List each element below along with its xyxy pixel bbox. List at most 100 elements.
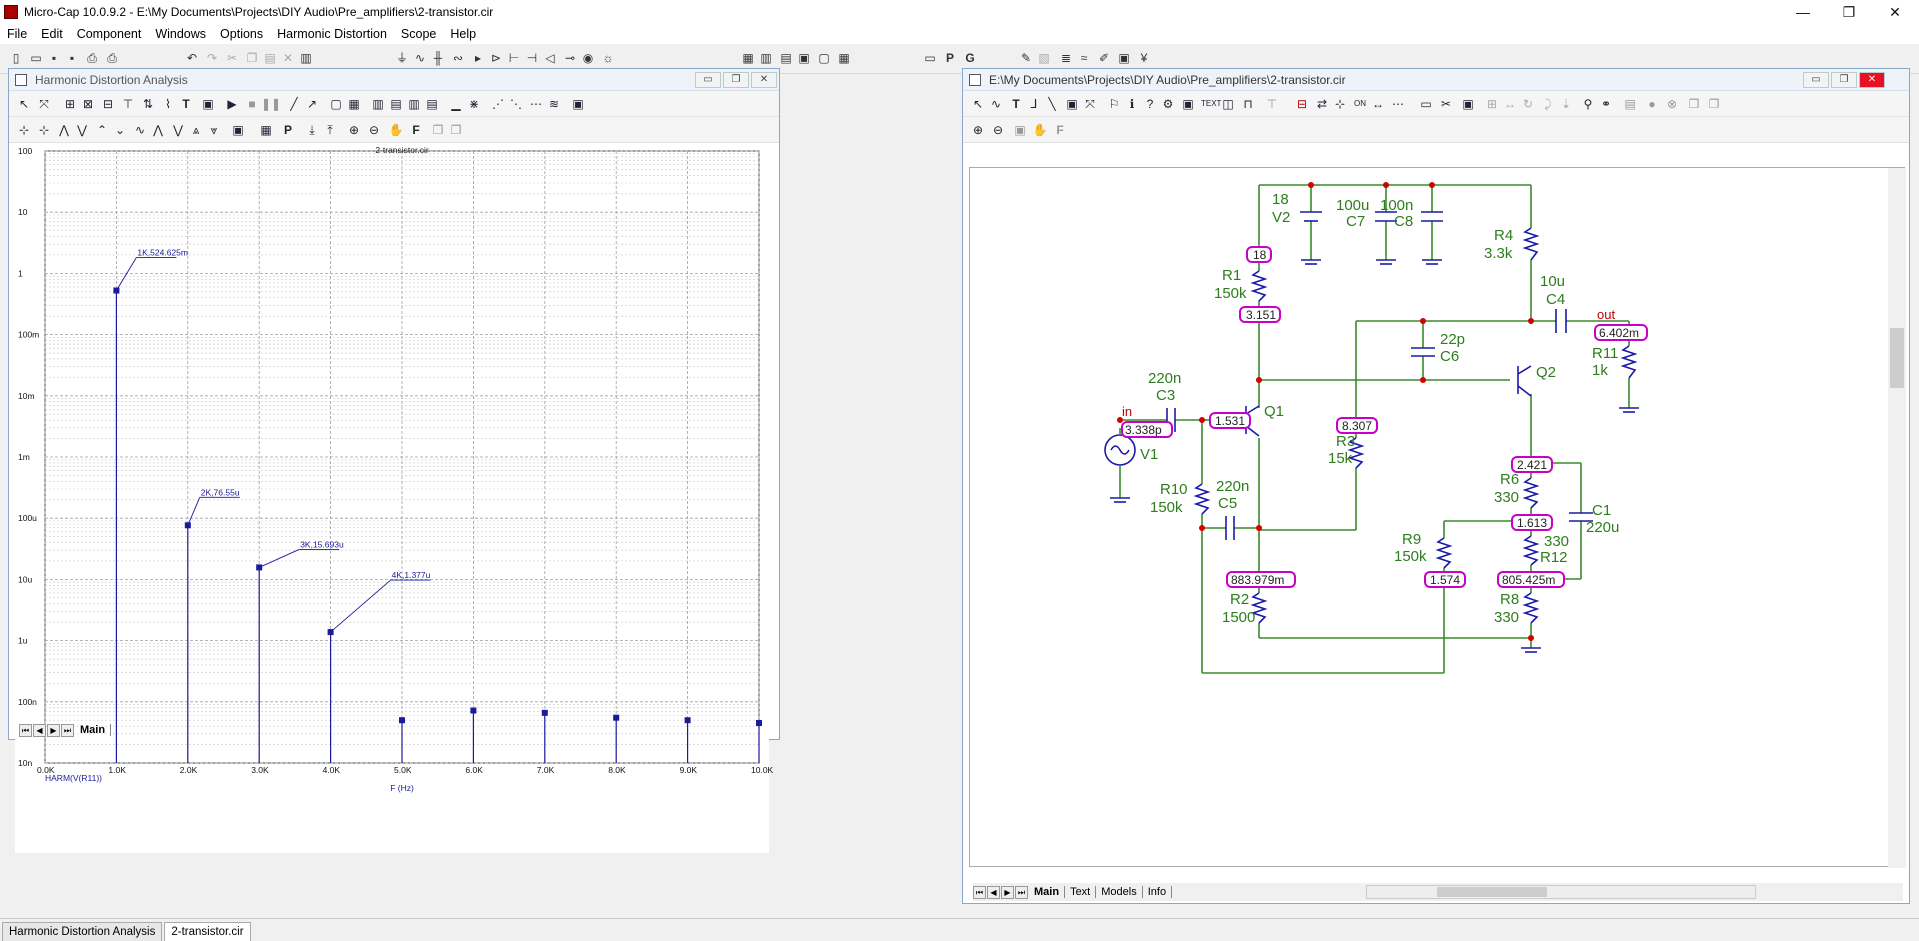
top-icon[interactable]: ⩓ xyxy=(192,123,200,137)
pan-icon[interactable]: ✋ xyxy=(388,123,404,137)
cursor-mode-icon[interactable]: ⊞ xyxy=(64,97,76,111)
horizontal-scrollbar[interactable] xyxy=(1366,885,1757,899)
schematic-pan-icon[interactable]: ✋ xyxy=(1032,123,1048,137)
menu-harmonic-distortion[interactable]: Harmonic Distortion xyxy=(277,27,387,41)
minimize-button[interactable]: — xyxy=(1796,4,1810,20)
rectangle-tool-icon[interactable]: ▢ xyxy=(330,97,342,111)
cut-wire-icon[interactable]: ✂ xyxy=(1440,97,1452,111)
close-button[interactable]: ✕ xyxy=(1889,3,1901,20)
data-point-icon[interactable]: ⋰ xyxy=(492,97,504,111)
schematic-print-icon[interactable]: ▣ xyxy=(1014,123,1026,137)
probe-settings-icon[interactable]: ▧ xyxy=(1038,51,1050,65)
pin-icon[interactable]: ✐ xyxy=(1098,51,1110,65)
attribute-icon[interactable]: ▣ xyxy=(1182,97,1194,111)
opamp-component-icon[interactable]: ◁ xyxy=(545,51,555,65)
prev-point-icon[interactable]: ⊹ xyxy=(38,123,50,137)
low-icon[interactable]: ⌄ xyxy=(114,123,126,137)
grid-icon[interactable]: ▦ xyxy=(348,97,360,111)
resistor-component-icon[interactable]: ∿ xyxy=(414,51,426,65)
last-tab-icon[interactable]: ⏭ xyxy=(61,723,74,737)
align-icon[interactable]: ⊞ xyxy=(1486,97,1498,111)
mirror-icon[interactable]: ⤸ xyxy=(1544,97,1552,111)
copy-plot-icon[interactable]: ❐ xyxy=(432,123,444,137)
text-tool-icon[interactable]: T xyxy=(182,97,190,111)
menu-component[interactable]: Component xyxy=(76,27,142,41)
component-editor-icon[interactable]: ▣ xyxy=(1118,51,1130,65)
variables-icon[interactable]: ¥ xyxy=(1140,51,1148,65)
p-tool-icon[interactable]: P xyxy=(945,51,954,65)
maximize-button[interactable]: ❐ xyxy=(1842,3,1856,20)
text-tool-icon[interactable]: T xyxy=(1012,97,1020,111)
harmonic-point[interactable] xyxy=(470,707,477,714)
grid-minor-icon[interactable]: ▥ xyxy=(372,97,384,111)
p-key-icon[interactable]: P xyxy=(283,123,292,137)
source-component-icon[interactable]: ◉ xyxy=(582,51,594,65)
zoom-in-icon[interactable]: ⊕ xyxy=(348,123,360,137)
waveform-tool-icon[interactable]: ≋ xyxy=(548,97,560,111)
tab-text[interactable]: Text xyxy=(1065,886,1097,898)
token-icon[interactable]: ⋇ xyxy=(468,97,480,111)
hd-minimize-button[interactable]: ▭ xyxy=(695,72,721,88)
new-file-icon[interactable]: ▯ xyxy=(12,51,20,65)
doc-tab-harmonic-distortion[interactable]: Harmonic Distortion Analysis xyxy=(2,922,163,941)
menu-options[interactable]: Options xyxy=(220,27,264,41)
schematic-zoom-in-icon[interactable]: ⊕ xyxy=(972,123,984,137)
g-tool-icon[interactable]: G xyxy=(965,51,975,65)
menu-help[interactable]: Help xyxy=(450,27,477,41)
cascade-windows-icon[interactable]: ▦ xyxy=(742,51,754,65)
grid-dot-icon[interactable]: ▥ xyxy=(408,97,420,111)
waveform-icon[interactable]: ≈ xyxy=(1080,51,1088,65)
current-icon[interactable]: ⊤ xyxy=(1266,97,1278,111)
high-icon[interactable]: ⌃ xyxy=(96,123,108,137)
tile-vertical-icon[interactable]: ▥ xyxy=(760,51,772,65)
schematic-maximize-button[interactable]: ❐ xyxy=(1831,72,1857,88)
vertical-scroll-thumb[interactable] xyxy=(1890,328,1904,388)
color-palette-icon[interactable]: ▣ xyxy=(232,123,244,137)
split-window-icon[interactable]: ▣ xyxy=(798,51,810,65)
netlist-icon[interactable]: ≣ xyxy=(1060,51,1072,65)
paste-icon[interactable]: ▤ xyxy=(264,51,276,65)
schematic-next-tab-icon[interactable]: ▶ xyxy=(1001,885,1014,899)
paste-schematic-icon[interactable]: ❐ xyxy=(1708,97,1720,111)
plot-settings-icon[interactable]: ▣ xyxy=(572,97,584,111)
line-tool-icon[interactable]: ╱ xyxy=(290,97,298,111)
info-icon[interactable]: ℹ xyxy=(1129,97,1135,111)
stepped-icon[interactable]: ⤒ xyxy=(327,123,333,137)
menu-file[interactable]: File xyxy=(7,27,28,41)
prev-tab-icon[interactable]: ◀ xyxy=(33,723,46,737)
horizontal-scroll-thumb[interactable] xyxy=(1437,887,1548,897)
text-toggle-icon[interactable]: TEXT xyxy=(1201,99,1222,108)
schematic-last-tab-icon[interactable]: ⏭ xyxy=(1015,885,1028,899)
global-low-icon[interactable]: ⋁ xyxy=(173,123,183,137)
capacitor-component-icon[interactable]: ╫ xyxy=(433,51,443,65)
harmonic-point[interactable] xyxy=(399,717,405,724)
spacer-icon[interactable]: ↔ xyxy=(1372,97,1384,111)
menu-edit[interactable]: Edit xyxy=(41,27,63,41)
grid-bold-icon[interactable]: ▤ xyxy=(390,97,402,111)
stop-icon[interactable]: ■ xyxy=(248,97,256,111)
rotate-icon[interactable]: ↻ xyxy=(1522,97,1534,111)
scale-mode-icon[interactable]: ⤧ xyxy=(39,97,49,111)
single-window-icon[interactable]: ▢ xyxy=(818,51,830,65)
switch-component-icon[interactable]: ⊸ xyxy=(564,51,576,65)
peak-icon[interactable]: ⋱ xyxy=(510,97,522,111)
pin-connections-icon[interactable]: ⊹ xyxy=(1334,97,1346,111)
harmonic-point[interactable] xyxy=(613,714,620,721)
diode-component-icon[interactable]: ▸ xyxy=(474,51,482,65)
inductor-component-icon[interactable]: ∾ xyxy=(452,51,464,65)
baseline-icon[interactable]: ▁ xyxy=(451,97,461,111)
harmonic-point[interactable] xyxy=(684,717,691,724)
tab-main[interactable]: Main xyxy=(1029,886,1066,898)
horizontal-tag-icon[interactable]: ⊟ xyxy=(102,97,114,111)
save-all-icon[interactable]: ▪ xyxy=(69,51,75,65)
graphics-tool-icon[interactable]: ⤧ xyxy=(1085,97,1095,111)
print-icon[interactable]: ⎙ xyxy=(107,51,117,65)
hd-maximize-button[interactable]: ❐ xyxy=(723,72,749,88)
schematic-canvas[interactable]: 18 V2 100u C7 100n C8 R4 3.3k R1 150k 10… xyxy=(969,167,1906,868)
delete-icon[interactable]: ✕ xyxy=(282,51,294,65)
stop-sim-icon[interactable]: ⊗ xyxy=(1666,97,1678,111)
select-mode-icon[interactable]: ↖ xyxy=(18,97,30,111)
tab-main[interactable]: Main xyxy=(75,724,112,736)
